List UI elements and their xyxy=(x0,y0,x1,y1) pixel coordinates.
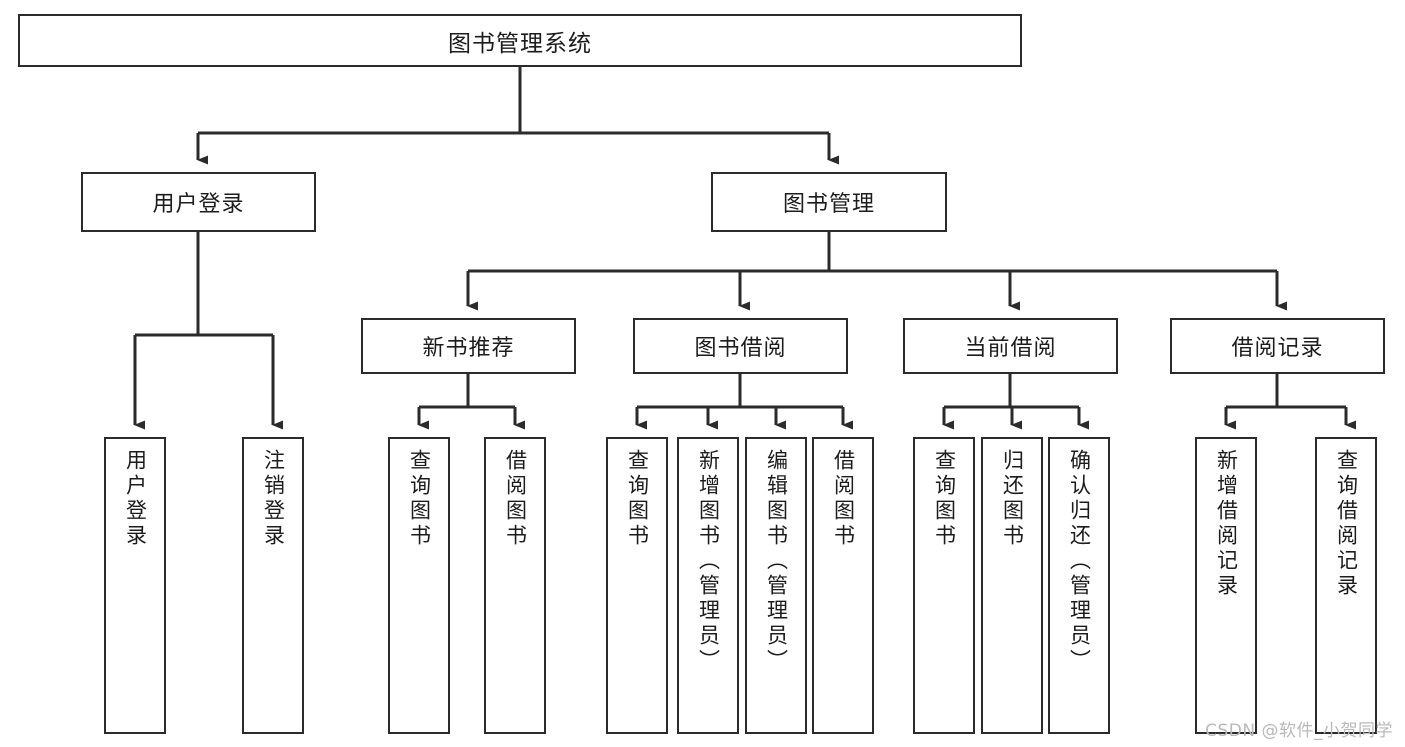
node-leaf-leaf-edit-book-admin[interactable]: 编辑图书（管理员） xyxy=(745,437,807,734)
node-leaf-label: 归还图书 xyxy=(1000,449,1025,549)
node-leaf-label: 编辑图书（管理员） xyxy=(764,449,789,674)
node-leaf-label: 用户登录 xyxy=(123,449,148,549)
node-leaf-label: 借阅图书 xyxy=(503,449,528,549)
node-leaf-label: 借阅图书 xyxy=(831,449,856,549)
node-leaf-label: 新增借阅记录 xyxy=(1214,449,1239,599)
node-level2-label: 用户登录 xyxy=(152,192,245,217)
node-leaf-leaf-add-book-admin[interactable]: 新增图书（管理员） xyxy=(677,437,739,734)
node-leaf-leaf-confirm-return[interactable]: 确认归还（管理员） xyxy=(1048,437,1110,734)
node-leaf-leaf-borrow-book-rec[interactable]: 借阅图书 xyxy=(484,437,546,734)
node-leaf-label: 查询图书 xyxy=(407,449,432,549)
node-level3-label: 当前借阅 xyxy=(964,336,1057,361)
node-leaf-leaf-query-book[interactable]: 查询图书 xyxy=(606,437,668,734)
node-leaf-leaf-add-borrow-record[interactable]: 新增借阅记录 xyxy=(1195,437,1257,734)
node-leaf-label: 确认归还（管理员） xyxy=(1067,449,1092,674)
node-root-label: 图书管理系统 xyxy=(448,30,592,57)
node-leaf-leaf-query-book-cur[interactable]: 查询图书 xyxy=(913,437,975,734)
node-level3-book-borrow[interactable]: 图书借阅 xyxy=(633,318,848,374)
node-leaf-leaf-user-logout[interactable]: 注销登录 xyxy=(242,437,304,734)
node-leaf-label: 注销登录 xyxy=(261,449,286,549)
node-leaf-leaf-return-book[interactable]: 归还图书 xyxy=(981,437,1043,734)
node-leaf-leaf-user-login[interactable]: 用户登录 xyxy=(104,437,166,734)
node-leaf-label: 查询借阅记录 xyxy=(1334,449,1359,599)
node-level3-borrow-record[interactable]: 借阅记录 xyxy=(1170,318,1385,374)
node-level3-new-book-rec[interactable]: 新书推荐 xyxy=(361,318,576,374)
node-root-system[interactable]: 图书管理系统 xyxy=(18,14,1022,67)
node-leaf-leaf-query-book-rec[interactable]: 查询图书 xyxy=(388,437,450,734)
node-level3-label: 新书推荐 xyxy=(422,336,515,361)
node-level3-label: 借阅记录 xyxy=(1231,336,1324,361)
node-leaf-leaf-borrow-book[interactable]: 借阅图书 xyxy=(812,437,874,734)
watermark-text: CSDN @软件_小贺同学 xyxy=(1205,721,1393,741)
node-level3-current-borrow[interactable]: 当前借阅 xyxy=(903,318,1118,374)
node-level3-label: 图书借阅 xyxy=(694,336,787,361)
node-leaf-label: 新增图书（管理员） xyxy=(696,449,721,674)
node-level2-book-manage[interactable]: 图书管理 xyxy=(711,172,947,232)
node-level2-user-login[interactable]: 用户登录 xyxy=(81,172,316,232)
node-leaf-label: 查询图书 xyxy=(932,449,957,549)
node-leaf-label: 查询图书 xyxy=(625,449,650,549)
node-level2-label: 图书管理 xyxy=(782,192,875,217)
node-leaf-leaf-query-borrow-record[interactable]: 查询借阅记录 xyxy=(1315,437,1377,734)
